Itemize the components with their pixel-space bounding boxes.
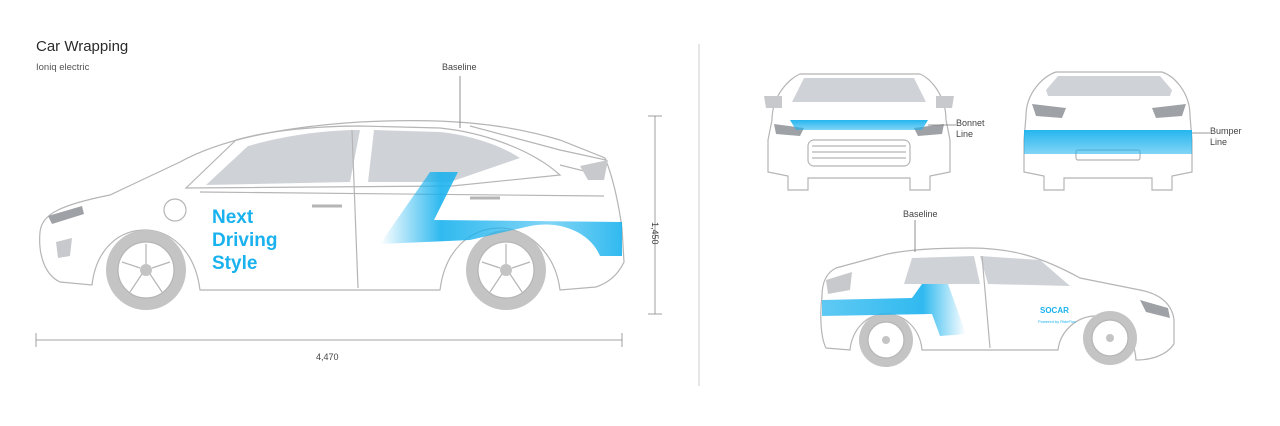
tq-logo-text: SOCAR bbox=[1040, 306, 1069, 315]
tq-front-wheel bbox=[1083, 311, 1137, 365]
front-bonnet-wrap bbox=[790, 120, 928, 130]
side-headlight bbox=[48, 206, 84, 224]
rear-window bbox=[1046, 76, 1172, 96]
front-grille bbox=[807, 139, 911, 167]
length-label: 4,470 bbox=[316, 352, 339, 362]
bumper-label-line-1: Bumper bbox=[1210, 126, 1242, 136]
side-front-wheel bbox=[106, 230, 186, 310]
side-view-car bbox=[39, 120, 625, 310]
side-front-window bbox=[206, 130, 360, 185]
side-charge-port bbox=[163, 198, 187, 222]
side-wrap-text: Next Driving Style bbox=[212, 207, 277, 274]
side-fog-lamp bbox=[56, 238, 72, 258]
tq-rear-window bbox=[904, 256, 980, 284]
bumper-label-line-2: Line bbox=[1210, 137, 1228, 147]
length-dimension bbox=[35, 333, 623, 347]
rear-tail-lamp-right bbox=[1152, 104, 1186, 118]
tq-door-line bbox=[981, 255, 991, 349]
tq-baseline-label: Baseline bbox=[903, 209, 938, 219]
rear-tail-lamp-left bbox=[1032, 104, 1066, 118]
rear-bumper-wrap bbox=[1024, 130, 1192, 154]
front-view-car bbox=[764, 73, 954, 191]
tq-headlight bbox=[1140, 300, 1170, 318]
front-windshield bbox=[792, 78, 926, 102]
rear-view-car bbox=[1023, 71, 1193, 191]
three-quarter-view-car bbox=[820, 247, 1175, 367]
side-door-line bbox=[351, 129, 359, 289]
wrap-text-line-1: Next bbox=[212, 207, 254, 228]
tq-logo: SOCAR Powered by RideFlux bbox=[1038, 306, 1076, 324]
page-subtitle: Ioniq electric bbox=[36, 62, 90, 73]
side-rear-window bbox=[368, 130, 520, 182]
bonnet-label-line-1: Bonnet bbox=[956, 118, 985, 128]
page-title: Car Wrapping bbox=[36, 38, 129, 55]
front-body-outline bbox=[767, 73, 951, 191]
front-mirror-left bbox=[764, 96, 782, 108]
height-dimension bbox=[648, 115, 662, 315]
bonnet-label-line-2: Line bbox=[956, 129, 974, 139]
tq-logo-subtext: Powered by RideFlux bbox=[1038, 319, 1076, 324]
side-rear-wheel bbox=[466, 230, 546, 310]
side-tail-lamp bbox=[580, 160, 608, 180]
tq-tail-lamp bbox=[826, 272, 852, 294]
wrap-text-line-2: Driving bbox=[212, 230, 277, 251]
height-label: 1,450 bbox=[650, 222, 660, 245]
wrap-text-line-3: Style bbox=[212, 253, 257, 274]
tq-rear-wheel bbox=[859, 313, 913, 367]
tq-wrap-graphic bbox=[822, 284, 966, 336]
rear-body-outline bbox=[1023, 71, 1193, 191]
tq-front-window bbox=[980, 256, 1070, 286]
side-wrap-graphic bbox=[380, 172, 622, 256]
front-mirror-right bbox=[936, 96, 954, 108]
side-window-frame bbox=[184, 125, 562, 189]
side-baseline-label: Baseline bbox=[442, 62, 477, 72]
side-belt-line bbox=[199, 191, 605, 197]
